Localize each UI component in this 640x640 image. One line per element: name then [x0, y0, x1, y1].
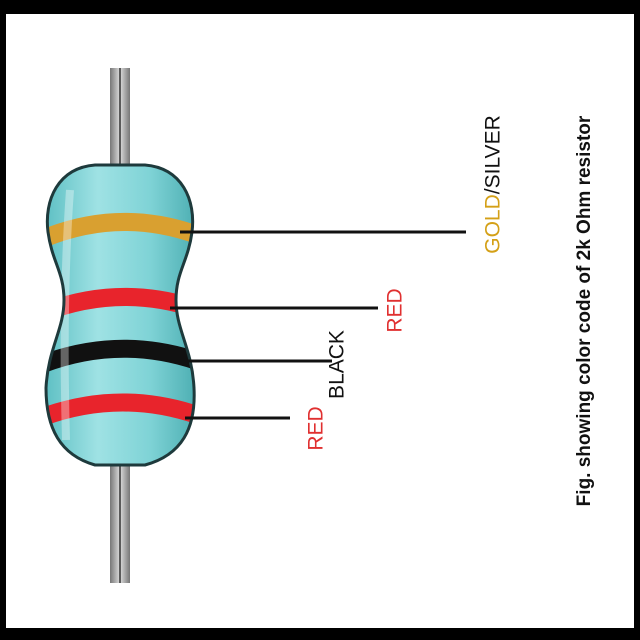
label-silver-text: /SILVER [481, 115, 505, 195]
frame-border-right [634, 0, 640, 640]
label-band-gold-silver: GOLD/SILVER [481, 110, 505, 260]
label-band-red-1: RED [304, 406, 328, 451]
band-gold-silver [46, 212, 195, 249]
frame-border-bottom [0, 628, 640, 640]
band-red-1 [46, 393, 195, 427]
label-gold-text: GOLD [481, 194, 505, 254]
figure-caption: Fig. showing color code of 2k Ohm resist… [574, 115, 595, 507]
frame-border-top [0, 0, 640, 14]
resistor-body [44, 163, 196, 467]
frame-border-left [0, 0, 6, 640]
label-band-black: BLACK [325, 330, 349, 399]
label-band-red-2: RED [383, 288, 407, 333]
band-black [46, 339, 195, 374]
